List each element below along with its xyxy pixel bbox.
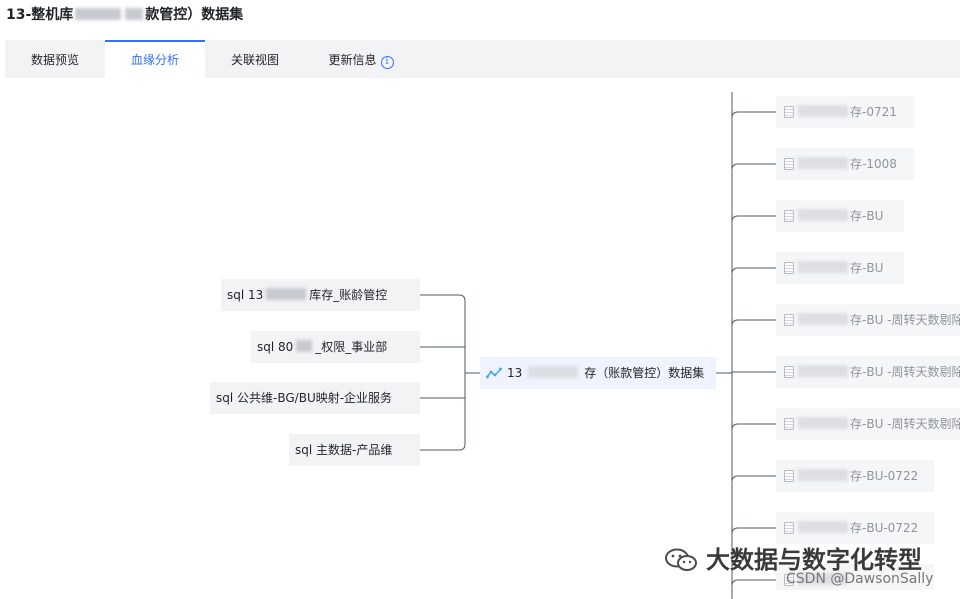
- source-label: sql 公共维-BG/BU映射-企业服务: [216, 391, 393, 405]
- redacted-mask: [798, 261, 848, 273]
- tab-lineage-analysis[interactable]: 血缘分析: [105, 40, 205, 78]
- source-label: sql 80: [257, 340, 294, 354]
- target-node[interactable]: [776, 564, 934, 590]
- redacted-mask: [75, 8, 122, 20]
- current-dataset-node[interactable]: 13 存（账款管控）数据集: [480, 357, 716, 389]
- file-icon: [784, 366, 794, 378]
- watermark-text: 大数据与数字化转型: [706, 546, 922, 574]
- target-connector: [731, 579, 776, 587]
- source-label-suffix: _权限_事业部: [315, 340, 388, 354]
- redacted-mask: [798, 313, 848, 325]
- redacted-mask: [798, 469, 848, 481]
- redacted-mask: [296, 340, 313, 352]
- target-connector: [731, 475, 776, 483]
- wechat-icon: [665, 548, 697, 571]
- target-label: 存-BU -周转天数剔除: [850, 313, 960, 327]
- target-node[interactable]: 存-BU -周转天数剔除: [776, 356, 960, 388]
- redacted-mask: [125, 8, 144, 20]
- target-label: 存-BU: [850, 209, 884, 223]
- target-connector: [731, 527, 776, 535]
- redacted-mask: [798, 417, 848, 429]
- redacted-mask: [528, 366, 579, 378]
- target-node[interactable]: 存-BU-0722: [776, 460, 934, 492]
- source-node[interactable]: sql 公共维-BG/BU映射-企业服务: [210, 382, 420, 414]
- tab-label: 血缘分析: [130, 53, 179, 67]
- file-icon: [784, 522, 794, 534]
- target-connector: [731, 319, 776, 327]
- center-label: 13: [507, 366, 523, 380]
- tab-data-preview[interactable]: 数据预览: [5, 40, 105, 78]
- target-label: 存-0721: [850, 105, 897, 119]
- file-icon: [784, 106, 794, 118]
- target-node[interactable]: 存-BU: [776, 252, 904, 284]
- file-icon: [784, 470, 794, 482]
- redacted-mask: [266, 288, 307, 300]
- target-node[interactable]: 存-BU: [776, 200, 904, 232]
- watermark: 大数据与数字化转型: [664, 540, 922, 575]
- lineage-icon: [486, 367, 502, 379]
- target-label: 存-1008: [850, 157, 897, 171]
- source-node[interactable]: sql 80 _权限_事业部: [251, 331, 420, 363]
- target-label: 存-BU -周转天数剔除: [850, 417, 960, 431]
- title-prefix: 13-整机库: [6, 7, 74, 23]
- tab-label: 数据预览: [30, 53, 79, 67]
- file-icon: [784, 314, 794, 326]
- info-icon[interactable]: i: [380, 56, 394, 69]
- target-connector: [731, 111, 776, 119]
- target-label: 存-BU-0722: [850, 469, 919, 483]
- redacted-mask: [798, 573, 848, 585]
- target-connector: [731, 267, 776, 275]
- center-label-suffix: 存（账款管控）数据集: [584, 366, 705, 380]
- target-connector: [731, 423, 776, 431]
- tab-label: 关联视图: [230, 53, 279, 67]
- target-label: 存-BU-0722: [850, 521, 919, 535]
- file-icon: [784, 262, 794, 274]
- tab-related-view[interactable]: 关联视图: [205, 40, 305, 78]
- source-node[interactable]: sql 主数据-产品维: [289, 434, 420, 466]
- target-node[interactable]: 存-BU -周转天数剔除: [776, 408, 960, 440]
- target-node[interactable]: 存-BU -周转天数剔除: [776, 304, 960, 336]
- source-label: sql 主数据-产品维: [295, 443, 393, 457]
- target-connector: [731, 163, 776, 171]
- file-icon: [784, 418, 794, 430]
- csdn-watermark: CSDN @DawsonSally: [786, 571, 934, 587]
- target-node[interactable]: 存-0721: [776, 96, 914, 128]
- target-label: 存-BU -周转天数剔除: [850, 365, 960, 379]
- redacted-mask: [798, 365, 848, 377]
- source-node[interactable]: sql 13 库存_账龄管控: [221, 279, 420, 311]
- target-node[interactable]: 存-BU-0722: [776, 512, 934, 544]
- redacted-mask: [798, 209, 848, 221]
- target-node[interactable]: 存-1008: [776, 148, 914, 180]
- page-title: 13-整机库 款管控）数据集: [6, 4, 243, 24]
- redacted-mask: [798, 521, 848, 533]
- target-label: 存-BU: [850, 261, 884, 275]
- source-label: sql 13: [227, 288, 264, 302]
- source-label-suffix: 库存_账龄管控: [309, 288, 388, 302]
- file-icon: [784, 210, 794, 222]
- file-icon: [784, 158, 794, 170]
- target-connector: [731, 215, 776, 223]
- file-icon: [784, 574, 794, 586]
- title-suffix: 款管控）数据集: [145, 7, 244, 23]
- redacted-mask: [798, 157, 848, 169]
- redacted-mask: [798, 105, 848, 117]
- tab-label: 更新信息: [328, 53, 377, 67]
- source-connector: [420, 294, 466, 451]
